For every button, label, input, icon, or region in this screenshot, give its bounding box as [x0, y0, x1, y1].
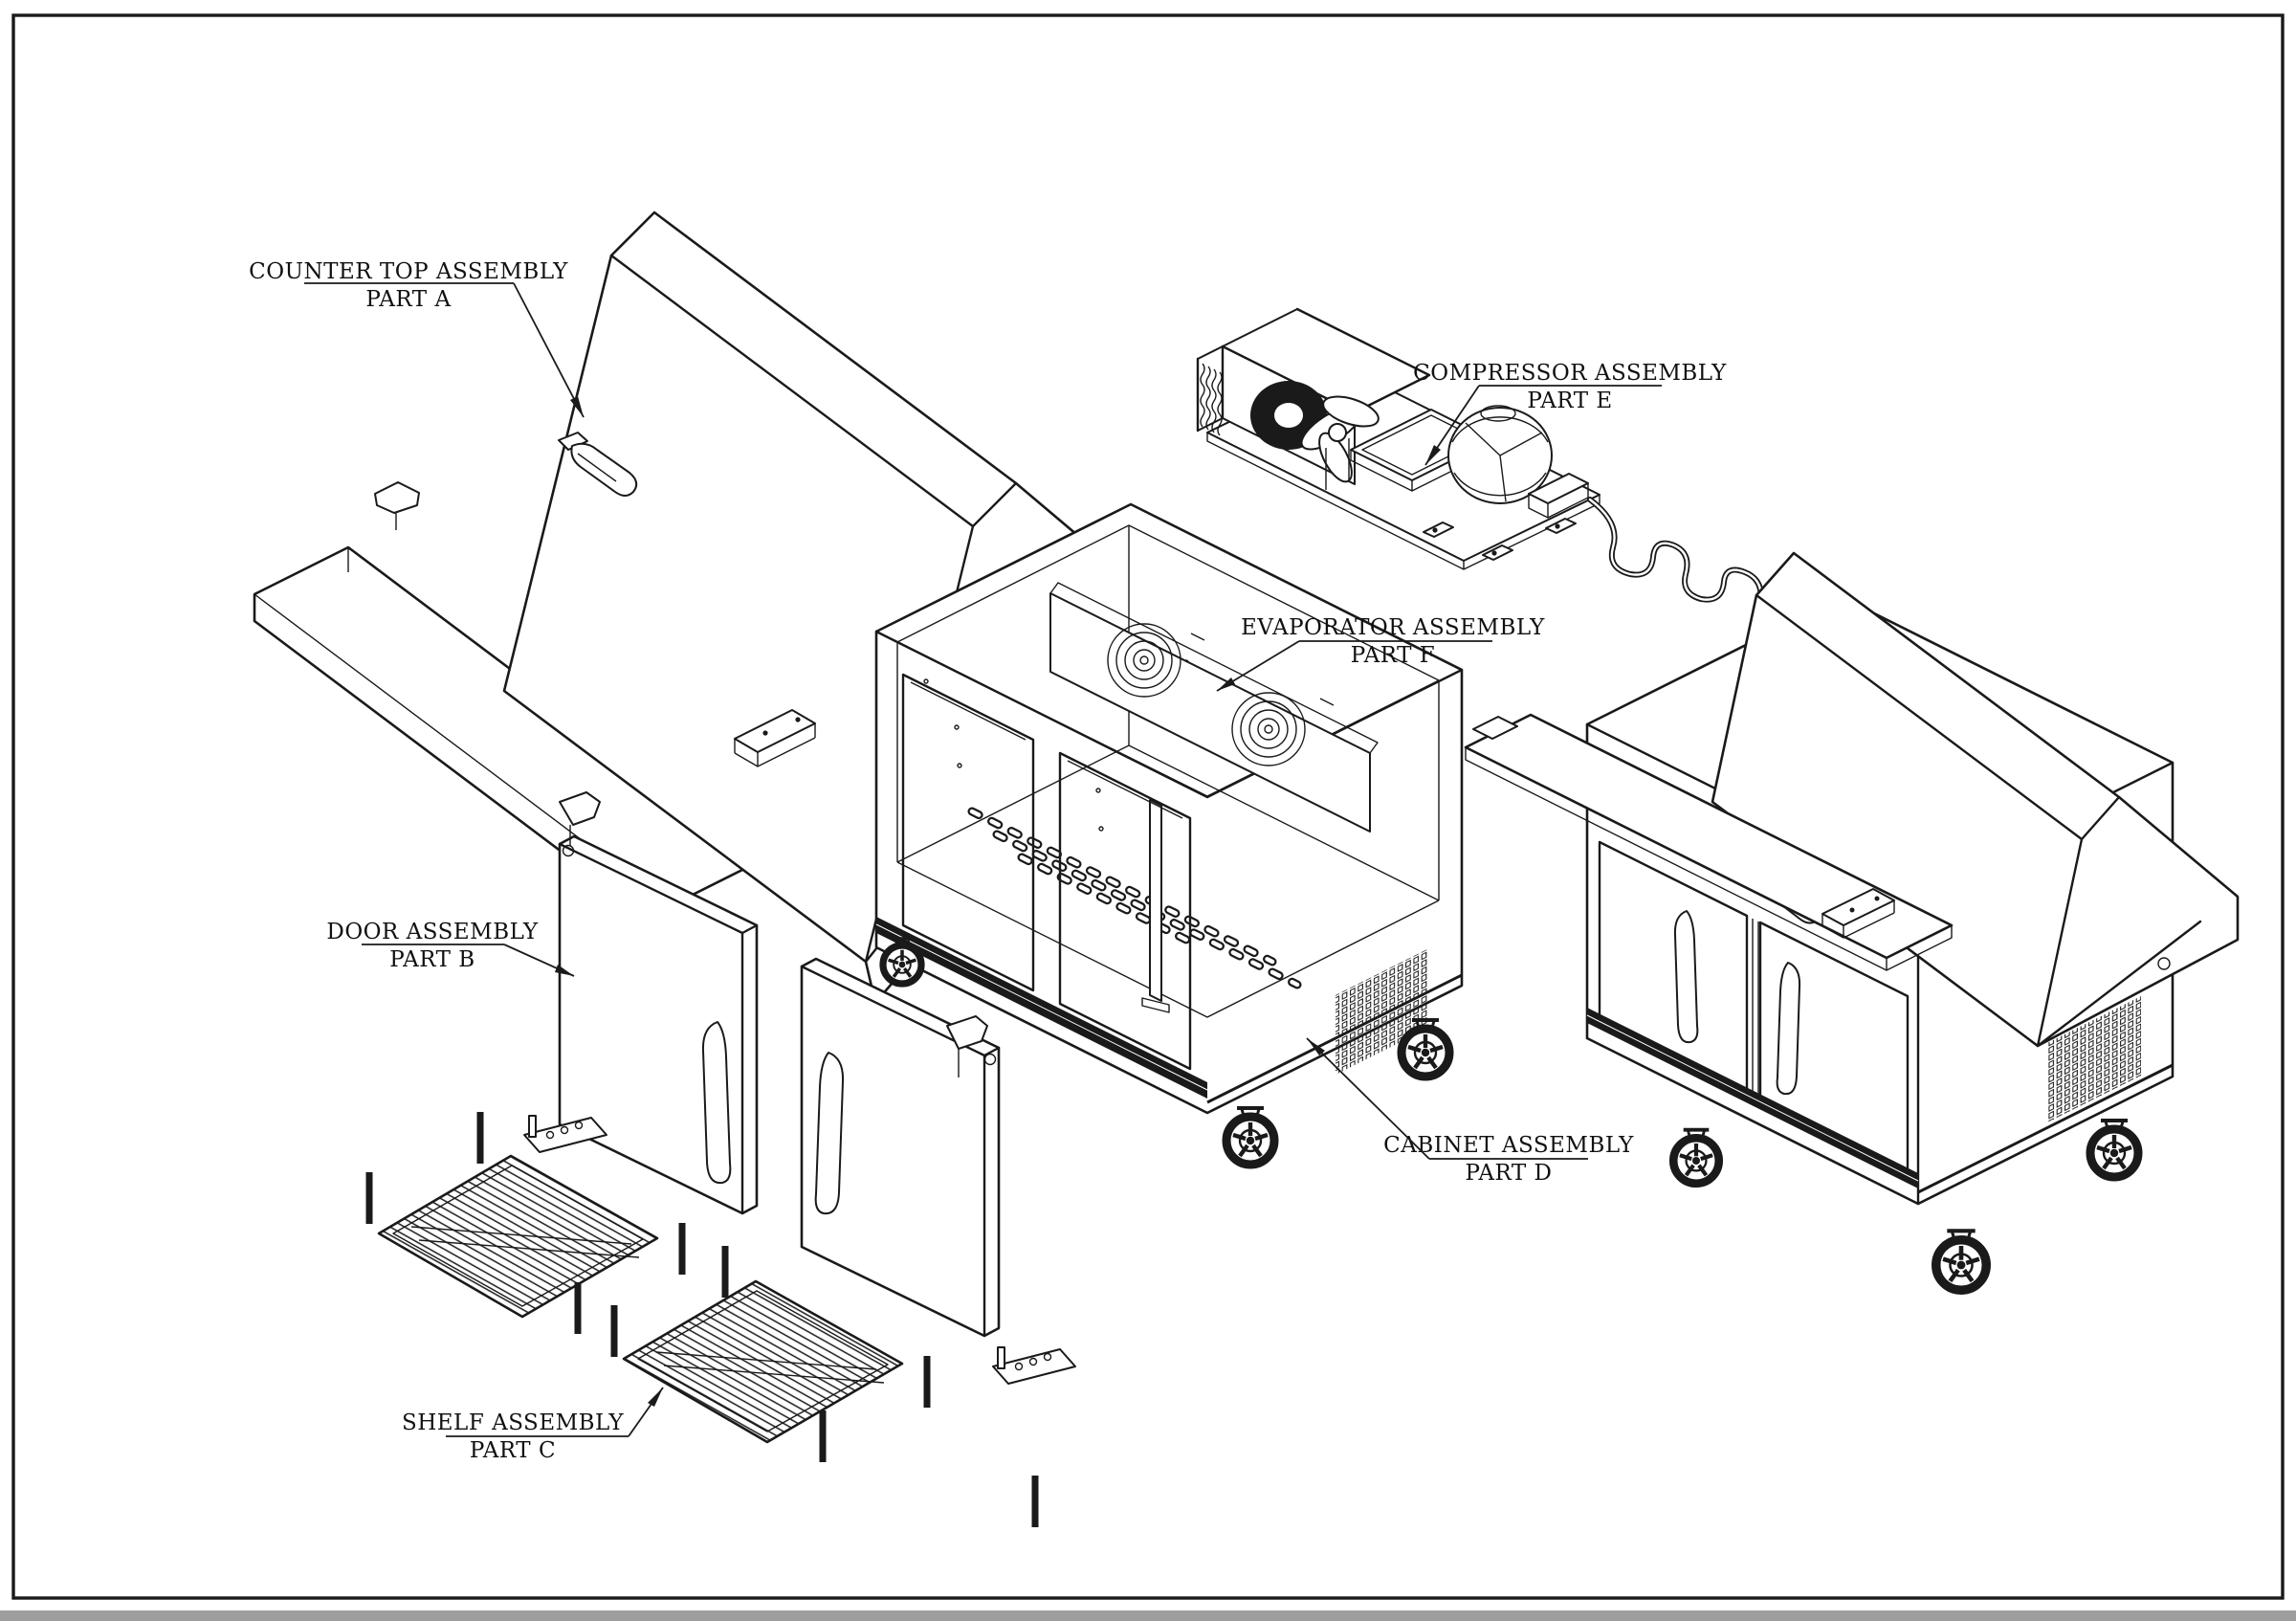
door-right-handle [814, 1052, 845, 1215]
divider-post [1141, 799, 1170, 1013]
label-door-assembly: DOOR ASSEMBLY PART B [326, 920, 575, 977]
door-left-bottom-hinge [523, 1115, 607, 1153]
label-part-b-line2: PART B [389, 947, 475, 972]
label-part-d-line1: CABINET ASSEMBLY [1383, 1133, 1634, 1158]
door-opening-left [901, 673, 1035, 992]
condenser-fan-blades [1300, 395, 1380, 490]
board-end-rail [734, 709, 816, 767]
cabinet-assembly [874, 502, 1464, 1165]
assembled-board-end-rail [1821, 888, 1895, 939]
wire-shelf-2 [622, 1279, 904, 1444]
board-clip [374, 481, 420, 514]
door-assembly [523, 791, 1076, 1385]
evaporator-coils [967, 807, 1302, 989]
label-cabinet-assembly: CABINET ASSEMBLY PART D [1306, 1037, 1634, 1186]
assembled-door-left-handle [1673, 910, 1699, 1044]
arrowhead-part-a [570, 396, 584, 417]
door-right-top-hinge [946, 1015, 988, 1077]
arrowhead-part-b [555, 965, 574, 976]
door-right-bottom-hinge [992, 1346, 1076, 1385]
label-part-c-line2: PART C [470, 1438, 556, 1463]
door-left-handle [701, 1021, 732, 1185]
label-shelf-assembly: SHELF ASSEMBLY PART C [402, 1387, 664, 1463]
label-part-a-line1: COUNTER TOP ASSEMBLY [249, 259, 568, 284]
condenser-fins [1200, 363, 1223, 436]
label-counter-top-assembly: COUNTER TOP ASSEMBLY PART A [249, 259, 585, 418]
arrowhead-part-e [1425, 445, 1441, 465]
door-left [523, 791, 759, 1215]
label-part-b-line1: DOOR ASSEMBLY [326, 920, 539, 944]
door-opening-right [1058, 751, 1192, 1071]
arrowhead-part-d [1307, 1038, 1325, 1055]
footer-bar [0, 1610, 2296, 1621]
leader-part-d [1306, 1037, 1430, 1160]
label-part-e-line2: PART E [1527, 389, 1612, 413]
assembled-unit [1464, 551, 2240, 1290]
vent-grid [1336, 948, 1429, 1075]
assembled-board-clip [1472, 716, 1518, 740]
door-left-top-hinge [559, 791, 601, 846]
assembled-vent-grid [2047, 996, 2141, 1122]
label-part-c-line1: SHELF ASSEMBLY [402, 1410, 624, 1435]
label-part-a-line2: PART A [365, 287, 451, 312]
arrowhead-part-f [1217, 677, 1235, 691]
label-evaporator-assembly: EVAPORATOR ASSEMBLY PART F [1216, 615, 1545, 692]
hood-handle [558, 432, 638, 497]
compressor-assembly [1196, 307, 1848, 696]
evaporator-assembly [967, 582, 1379, 1013]
assembled-door-right-handle [1776, 962, 1801, 1096]
label-part-f-line2: PART F [1351, 643, 1436, 668]
label-part-e-line1: COMPRESSOR ASSEMBLY [1413, 361, 1727, 386]
arrowhead-part-c [648, 1388, 663, 1407]
door-right [800, 957, 1076, 1385]
label-compressor-assembly: COMPRESSOR ASSEMBLY PART E [1413, 361, 1727, 466]
mounting-feet [1423, 518, 1577, 561]
assembled-cutting-board [1464, 713, 1954, 971]
evaporator-panel [1049, 592, 1371, 833]
junction-box [1528, 473, 1589, 519]
leader-part-a [513, 282, 585, 418]
shelf-assembly [365, 1112, 1039, 1527]
compressor-dome [1447, 405, 1553, 504]
label-part-f-line1: EVAPORATOR ASSEMBLY [1241, 615, 1545, 640]
label-part-d-line2: PART D [1466, 1161, 1553, 1186]
wire-shelf-1 [377, 1154, 659, 1319]
